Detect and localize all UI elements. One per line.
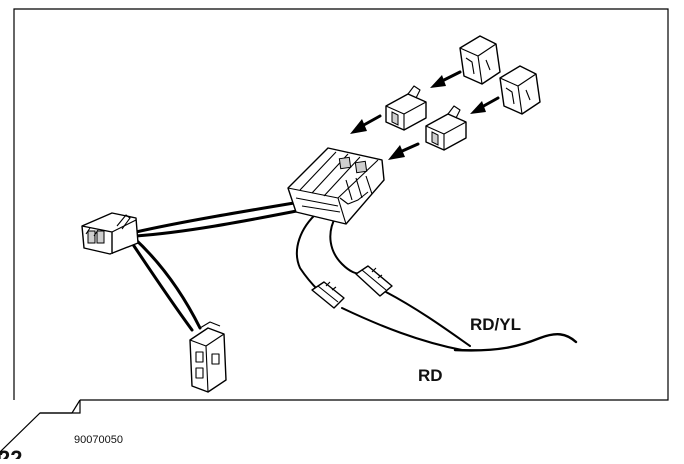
- left-connector: [81, 212, 139, 255]
- figure-frame: [13, 8, 669, 401]
- fuse-lower: [425, 105, 467, 151]
- fuse-holder: [287, 147, 385, 225]
- figure-number: 22: [0, 446, 22, 459]
- figure-code: 90070050: [74, 434, 123, 446]
- inline-fuse-right: [355, 265, 393, 297]
- arrow-fuse-lower: [388, 142, 420, 160]
- main-harness-wires: [128, 200, 304, 332]
- fuse-cover-lower: [499, 65, 541, 115]
- arrow-cover-lower: [470, 96, 500, 114]
- wire-label-rd: RD: [418, 366, 443, 385]
- arrow-fuse-upper: [350, 114, 382, 134]
- assembly-arrows: [350, 70, 500, 160]
- arrow-cover-upper: [430, 70, 462, 88]
- bottom-connector: [189, 321, 227, 393]
- thin-wires: [295, 211, 578, 352]
- fuse-cover-upper: [459, 35, 501, 85]
- inline-fuse-left: [311, 281, 345, 309]
- wire-label-rd-yl: RD/YL: [470, 315, 521, 334]
- fuse-upper: [385, 85, 427, 131]
